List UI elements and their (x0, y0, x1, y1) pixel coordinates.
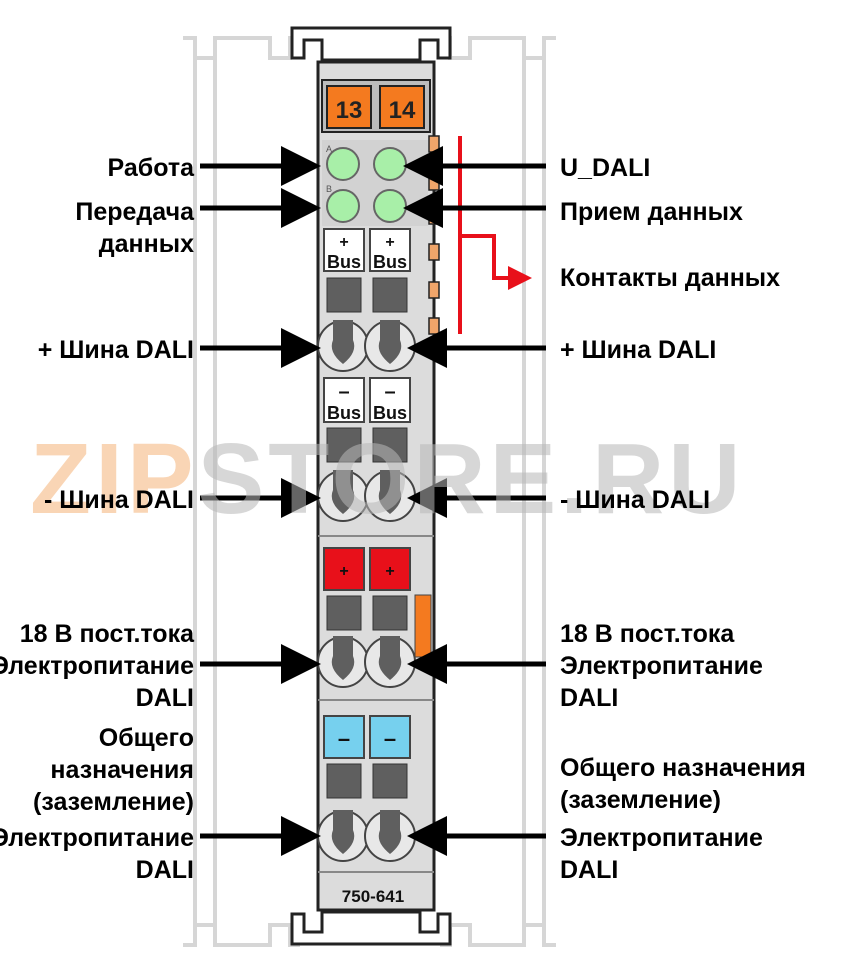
label-left-ground: Общего назначения (заземление) (33, 722, 194, 818)
bus-plus-word-l: Bus (327, 252, 361, 272)
model-number: 750-641 (342, 887, 404, 906)
connector-plus-bus (317, 320, 416, 372)
bus-minus-word-r: Bus (373, 403, 407, 423)
power-plus-sign-r: + (385, 563, 394, 580)
ground-minus-right (369, 715, 411, 759)
connector-ground (317, 810, 416, 862)
label-contacts: Контакты данных (560, 264, 781, 292)
power-plus-left (323, 547, 365, 591)
terminal-14 (379, 85, 425, 129)
ground-minus-sign-l: – (338, 726, 350, 751)
label-left-power-line1: 18 В пост.тока (19, 620, 194, 648)
led-rabota (326, 147, 360, 181)
push-slot (326, 595, 362, 631)
label-left-ground-line3: (заземление) (33, 788, 194, 816)
bus-plus-left (323, 228, 365, 272)
bus-plus-sign-r: + (385, 234, 394, 251)
push-slot (372, 427, 408, 463)
push-slot (326, 277, 362, 313)
label-right-ground-line1: Общего назначения (560, 754, 806, 782)
label-priem: Прием данных (560, 198, 743, 226)
terminal-13-label: 13 (336, 97, 363, 124)
label-right-power: 18 В пост.тока Электропитание DALI (560, 618, 763, 714)
label-left-ground-power: Электропитание DALI (0, 822, 194, 886)
ground-minus-sign-r: – (384, 726, 396, 751)
bus-minus-word-l: Bus (327, 403, 361, 423)
push-slot (372, 763, 408, 799)
label-rabota: Работа (107, 154, 195, 182)
contacts-bracket (458, 136, 532, 334)
led-peredacha (326, 189, 360, 223)
module-clip-top (290, 26, 452, 62)
label-left-power-line3: DALI (135, 684, 194, 712)
label-left-ground-power-line2: DALI (135, 856, 194, 884)
bus-plus-sign-l: + (339, 234, 348, 251)
power-jumper (414, 594, 432, 658)
label-right-power-line2: Электропитание (560, 652, 763, 680)
bus-plus-word-r: Bus (373, 252, 407, 272)
led-priem (373, 189, 407, 223)
bus-minus-left (323, 377, 365, 423)
power-plus-right (369, 547, 411, 591)
label-left-power: 18 В пост.тока Электропитание DALI (0, 618, 194, 714)
label-right-ground-power: Электропитание DALI (560, 822, 763, 886)
led-u-dali (373, 147, 407, 181)
label-left-shina-minus: - Шина DALI (43, 486, 194, 514)
label-right-power-line1: 18 В пост.тока (560, 620, 735, 648)
label-peredacha-line2: данных (98, 230, 194, 258)
right-arrows (403, 146, 546, 856)
push-slot (326, 427, 362, 463)
module-clip-bottom (290, 910, 452, 946)
led-letter-a: A (326, 144, 332, 154)
label-right-ground: Общего назначения (заземление) (560, 752, 806, 816)
push-slot (372, 277, 408, 313)
label-left-power-line2: Электропитание (0, 652, 194, 680)
push-slot (372, 595, 408, 631)
ground-minus-left (323, 715, 365, 759)
din-rail-outline (183, 36, 556, 947)
left-arrows (200, 146, 321, 856)
label-left-shina-plus: + Шина DALI (37, 336, 194, 364)
label-right-power-line3: DALI (560, 684, 619, 712)
label-right-shina-plus: + Шина DALI (560, 336, 717, 364)
label-peredacha: Передача данных (75, 196, 194, 260)
label-right-shina-minus: - Шина DALI (560, 486, 711, 514)
power-plus-sign-l: + (339, 563, 348, 580)
push-slot (326, 763, 362, 799)
label-left-ground-line2: назначения (50, 756, 194, 784)
terminal-13 (326, 85, 372, 129)
label-right-ground-power-line2: DALI (560, 856, 619, 884)
bus-plus-right (369, 228, 411, 272)
label-left-ground-line1: Общего (98, 724, 194, 752)
connector-power (317, 636, 416, 688)
bus-minus-sign-r: – (384, 381, 395, 403)
bus-minus-right (369, 377, 411, 423)
label-right-ground-line2: (заземление) (560, 786, 721, 814)
label-right-ground-power-line1: Электропитание (560, 824, 763, 852)
led-letter-b: B (326, 184, 332, 194)
label-left-ground-power-line1: Электропитание (0, 824, 194, 852)
terminal-14-label: 14 (389, 97, 416, 124)
label-peredacha-line1: Передача (75, 198, 194, 226)
bus-minus-sign-l: – (338, 381, 349, 403)
label-u-dali: U_DALI (560, 154, 651, 182)
